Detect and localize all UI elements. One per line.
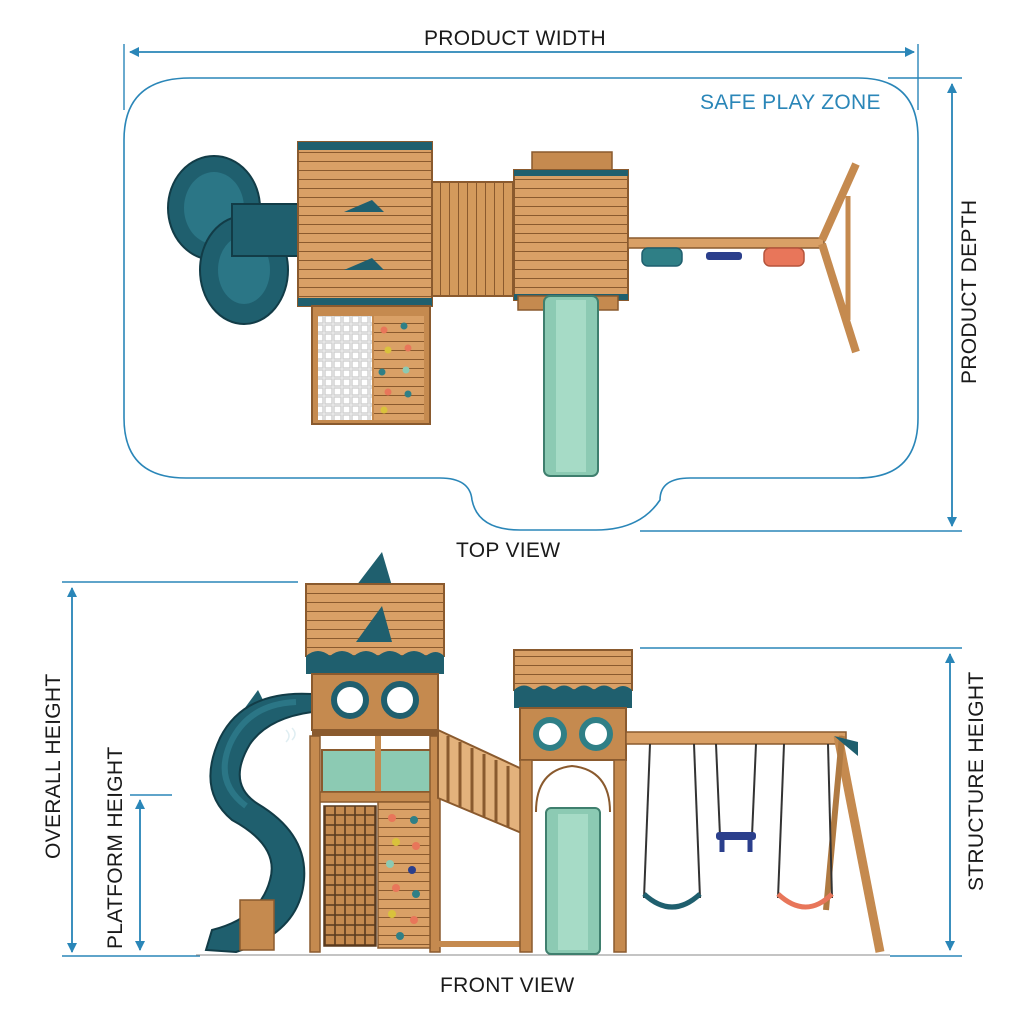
- climbing-wall-top: [311, 305, 431, 425]
- spiral-slide-front: [204, 690, 313, 954]
- trapeze-bar: [716, 832, 756, 840]
- safe-play-zone-outline: [123, 77, 919, 531]
- structure-height-label: STRUCTURE HEIGHT: [965, 671, 988, 891]
- swing-seat-right: [776, 892, 834, 910]
- main-tower-front: [305, 552, 445, 953]
- swing-beam-top: [627, 162, 860, 354]
- second-tower-front: [513, 649, 633, 955]
- main-tower-roof-top: [297, 141, 433, 307]
- spiral-slide-top: [167, 155, 303, 325]
- swing-set-front: [625, 731, 885, 953]
- front-view-label: FRONT VIEW: [440, 974, 575, 997]
- overall-height-label: OVERALL HEIGHT: [42, 673, 65, 859]
- front-view: [62, 552, 962, 957]
- bridge-front: [437, 728, 525, 947]
- second-tower-roof-top: [513, 151, 629, 301]
- product-width-label: PRODUCT WIDTH: [424, 27, 606, 50]
- swing-seat-left: [642, 892, 702, 910]
- top-view-label: TOP VIEW: [456, 539, 561, 562]
- safe-play-zone-label: SAFE PLAY ZONE: [700, 91, 881, 114]
- platform-height-label: PLATFORM HEIGHT: [104, 746, 127, 949]
- straight-slide-top: [517, 295, 619, 477]
- top-view: [123, 44, 962, 532]
- bridge-top: [431, 181, 515, 297]
- product-depth-label: PRODUCT DEPTH: [958, 199, 981, 384]
